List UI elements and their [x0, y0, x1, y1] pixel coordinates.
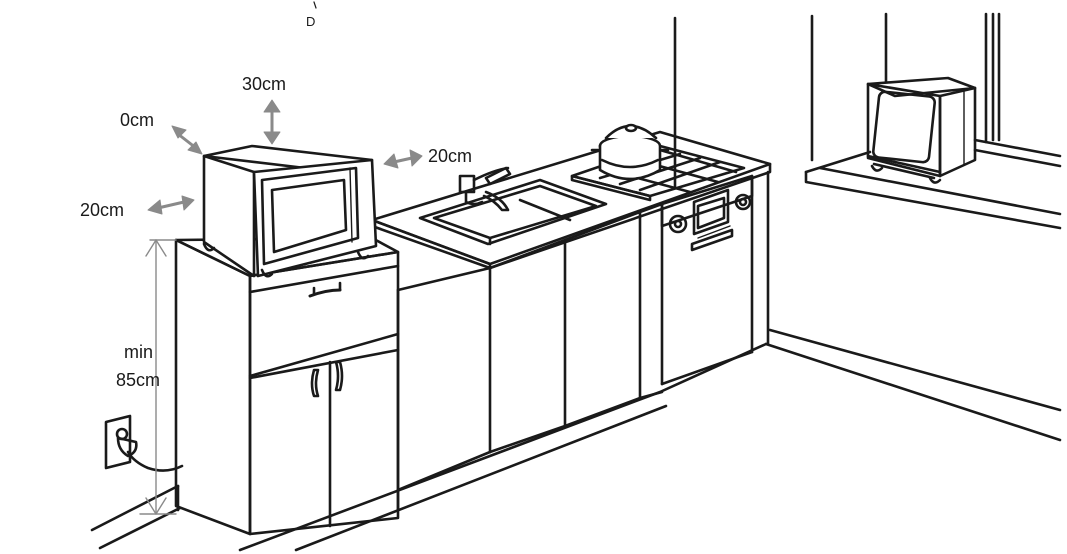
microwave-cabinet [174, 236, 400, 536]
top-mark-tick [313, 1, 317, 9]
faucet [458, 166, 512, 212]
sink [418, 178, 608, 246]
wall-outlet [104, 414, 184, 472]
window-wall [673, 12, 1001, 190]
counter-cabinets [396, 170, 770, 512]
clearance-back-label: 0cm [120, 110, 154, 130]
clearance-top-label: 30cm [242, 74, 286, 94]
clearance-left-label: 20cm [80, 200, 124, 220]
small-oven [866, 76, 977, 184]
top-mark-label: D [306, 14, 315, 29]
window-sill [804, 138, 1062, 230]
cooking-pot [590, 123, 670, 181]
microwave [202, 144, 378, 278]
height-min-label: min [124, 342, 153, 362]
built-in-oven [660, 174, 754, 252]
clearance-right-label: 20cm [428, 146, 472, 166]
floor-lines [90, 328, 1062, 552]
clearance-arrows [139, 99, 423, 515]
labels-layer: D 30cm 0cm 20cm 20cm min 85cm [80, 14, 472, 390]
height-value-label: 85cm [116, 370, 160, 390]
